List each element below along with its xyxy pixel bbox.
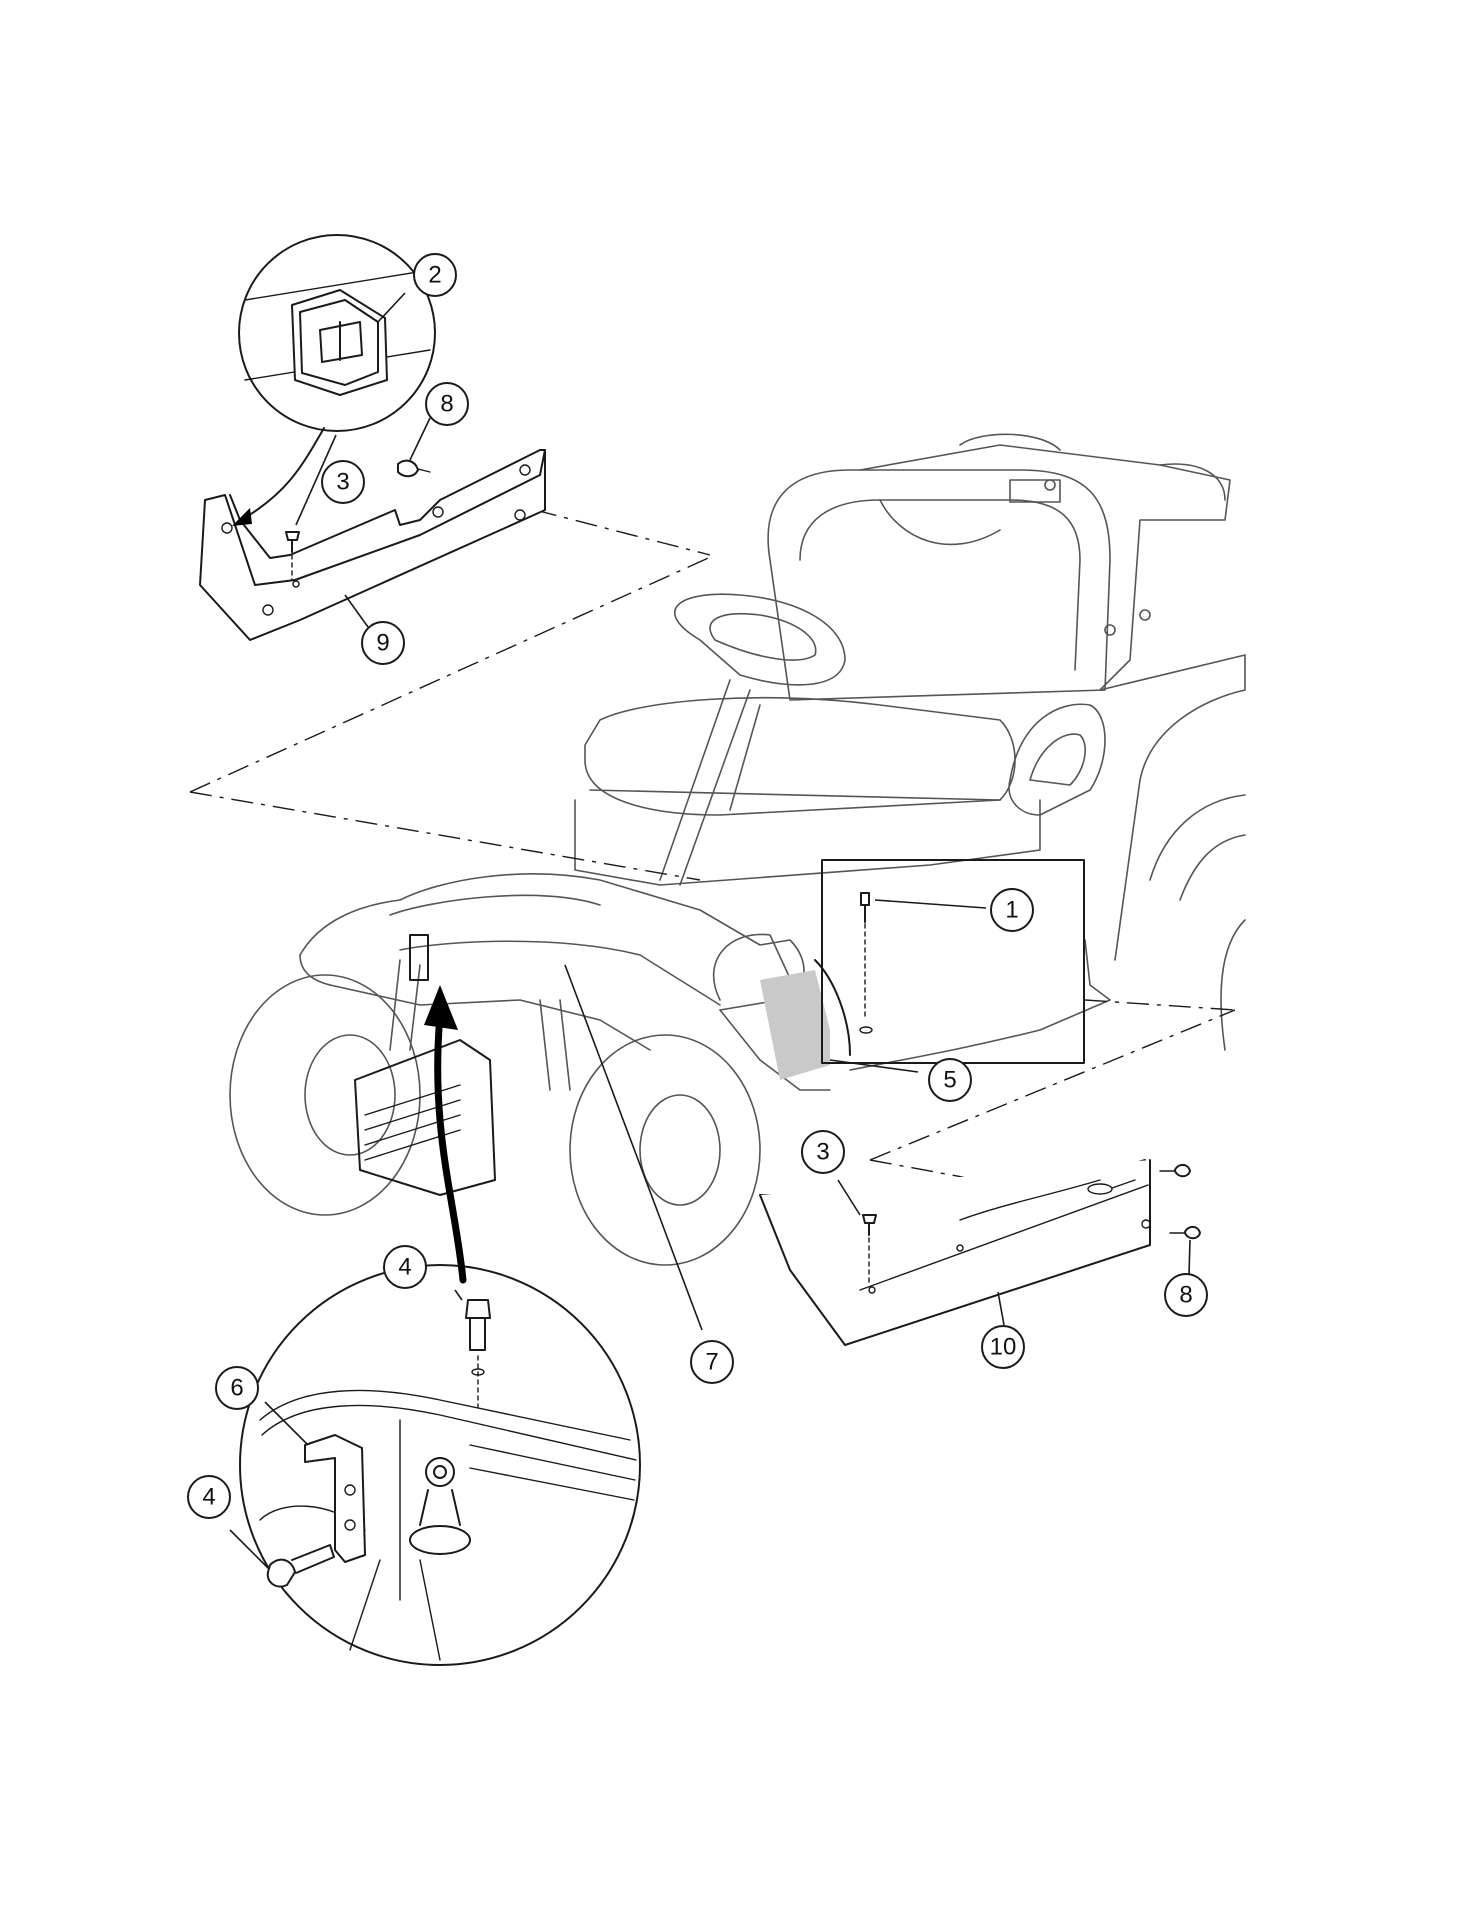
seat-cushion [584,697,1016,816]
front-right-wheel [569,1034,761,1266]
callout-4-top-label: 4 [398,1254,411,1281]
seat-back-inner [799,499,1081,671]
screw-3-left [285,531,300,581]
callout-8-right: 8 [1164,1273,1208,1317]
seat-back [767,469,1111,701]
callout-1-label: 1 [1005,897,1018,924]
callout-9-label: 9 [376,630,389,657]
screw-3-right [862,1214,877,1286]
callout-4-top: 4 [383,1245,427,1289]
body-lower-front [329,984,651,1051]
front-bumper-block [354,1039,496,1196]
detail-circle-clip [238,234,436,432]
callout-2: 2 [413,253,457,297]
callout-2-label: 2 [428,262,441,289]
callout-3-left-label: 3 [336,469,349,496]
golf-cart-illustration [229,433,1246,1266]
rivet-8-right [1159,1163,1201,1240]
callout-7: 7 [690,1340,734,1384]
callout-4-left-label: 4 [202,1484,215,1511]
callout-6: 6 [215,1366,259,1410]
rear-body [859,444,1231,691]
callout-8-left: 8 [425,382,469,426]
rear-fender [1099,654,1246,961]
front-left-wheel [229,974,421,1216]
floor-mat-panel [760,970,830,1080]
leader-lines [229,292,1191,1569]
large-arrow [434,1011,467,1284]
callout-8-right-label: 8 [1179,1282,1192,1309]
rivet-8-left [397,459,431,478]
steering-wheel [674,593,846,686]
callout-5-label: 5 [943,1067,956,1094]
armrest [1008,703,1106,816]
callout-6-label: 6 [230,1375,243,1402]
detail-circle-mount [239,1264,641,1666]
callout-5: 5 [928,1058,972,1102]
screw-1 [859,892,873,1034]
steering-column [659,679,751,886]
callout-3-right: 3 [801,1130,845,1174]
front-fender [712,933,801,1001]
callout-9: 9 [361,621,405,665]
callout-3-left: 3 [321,460,365,504]
front-cowl [299,873,805,1011]
seat-base [574,799,1041,886]
callout-8-left-label: 8 [440,391,453,418]
callout-10: 10 [981,1325,1025,1369]
rocker-panel-left [199,449,546,641]
callout-10-label: 10 [990,1334,1017,1361]
callout-4-left: 4 [187,1475,231,1519]
callout-1: 1 [990,888,1034,932]
rocker-panel-right [759,1159,1151,1346]
callout-7-label: 7 [705,1349,718,1376]
callout-3-right-label: 3 [816,1139,829,1166]
